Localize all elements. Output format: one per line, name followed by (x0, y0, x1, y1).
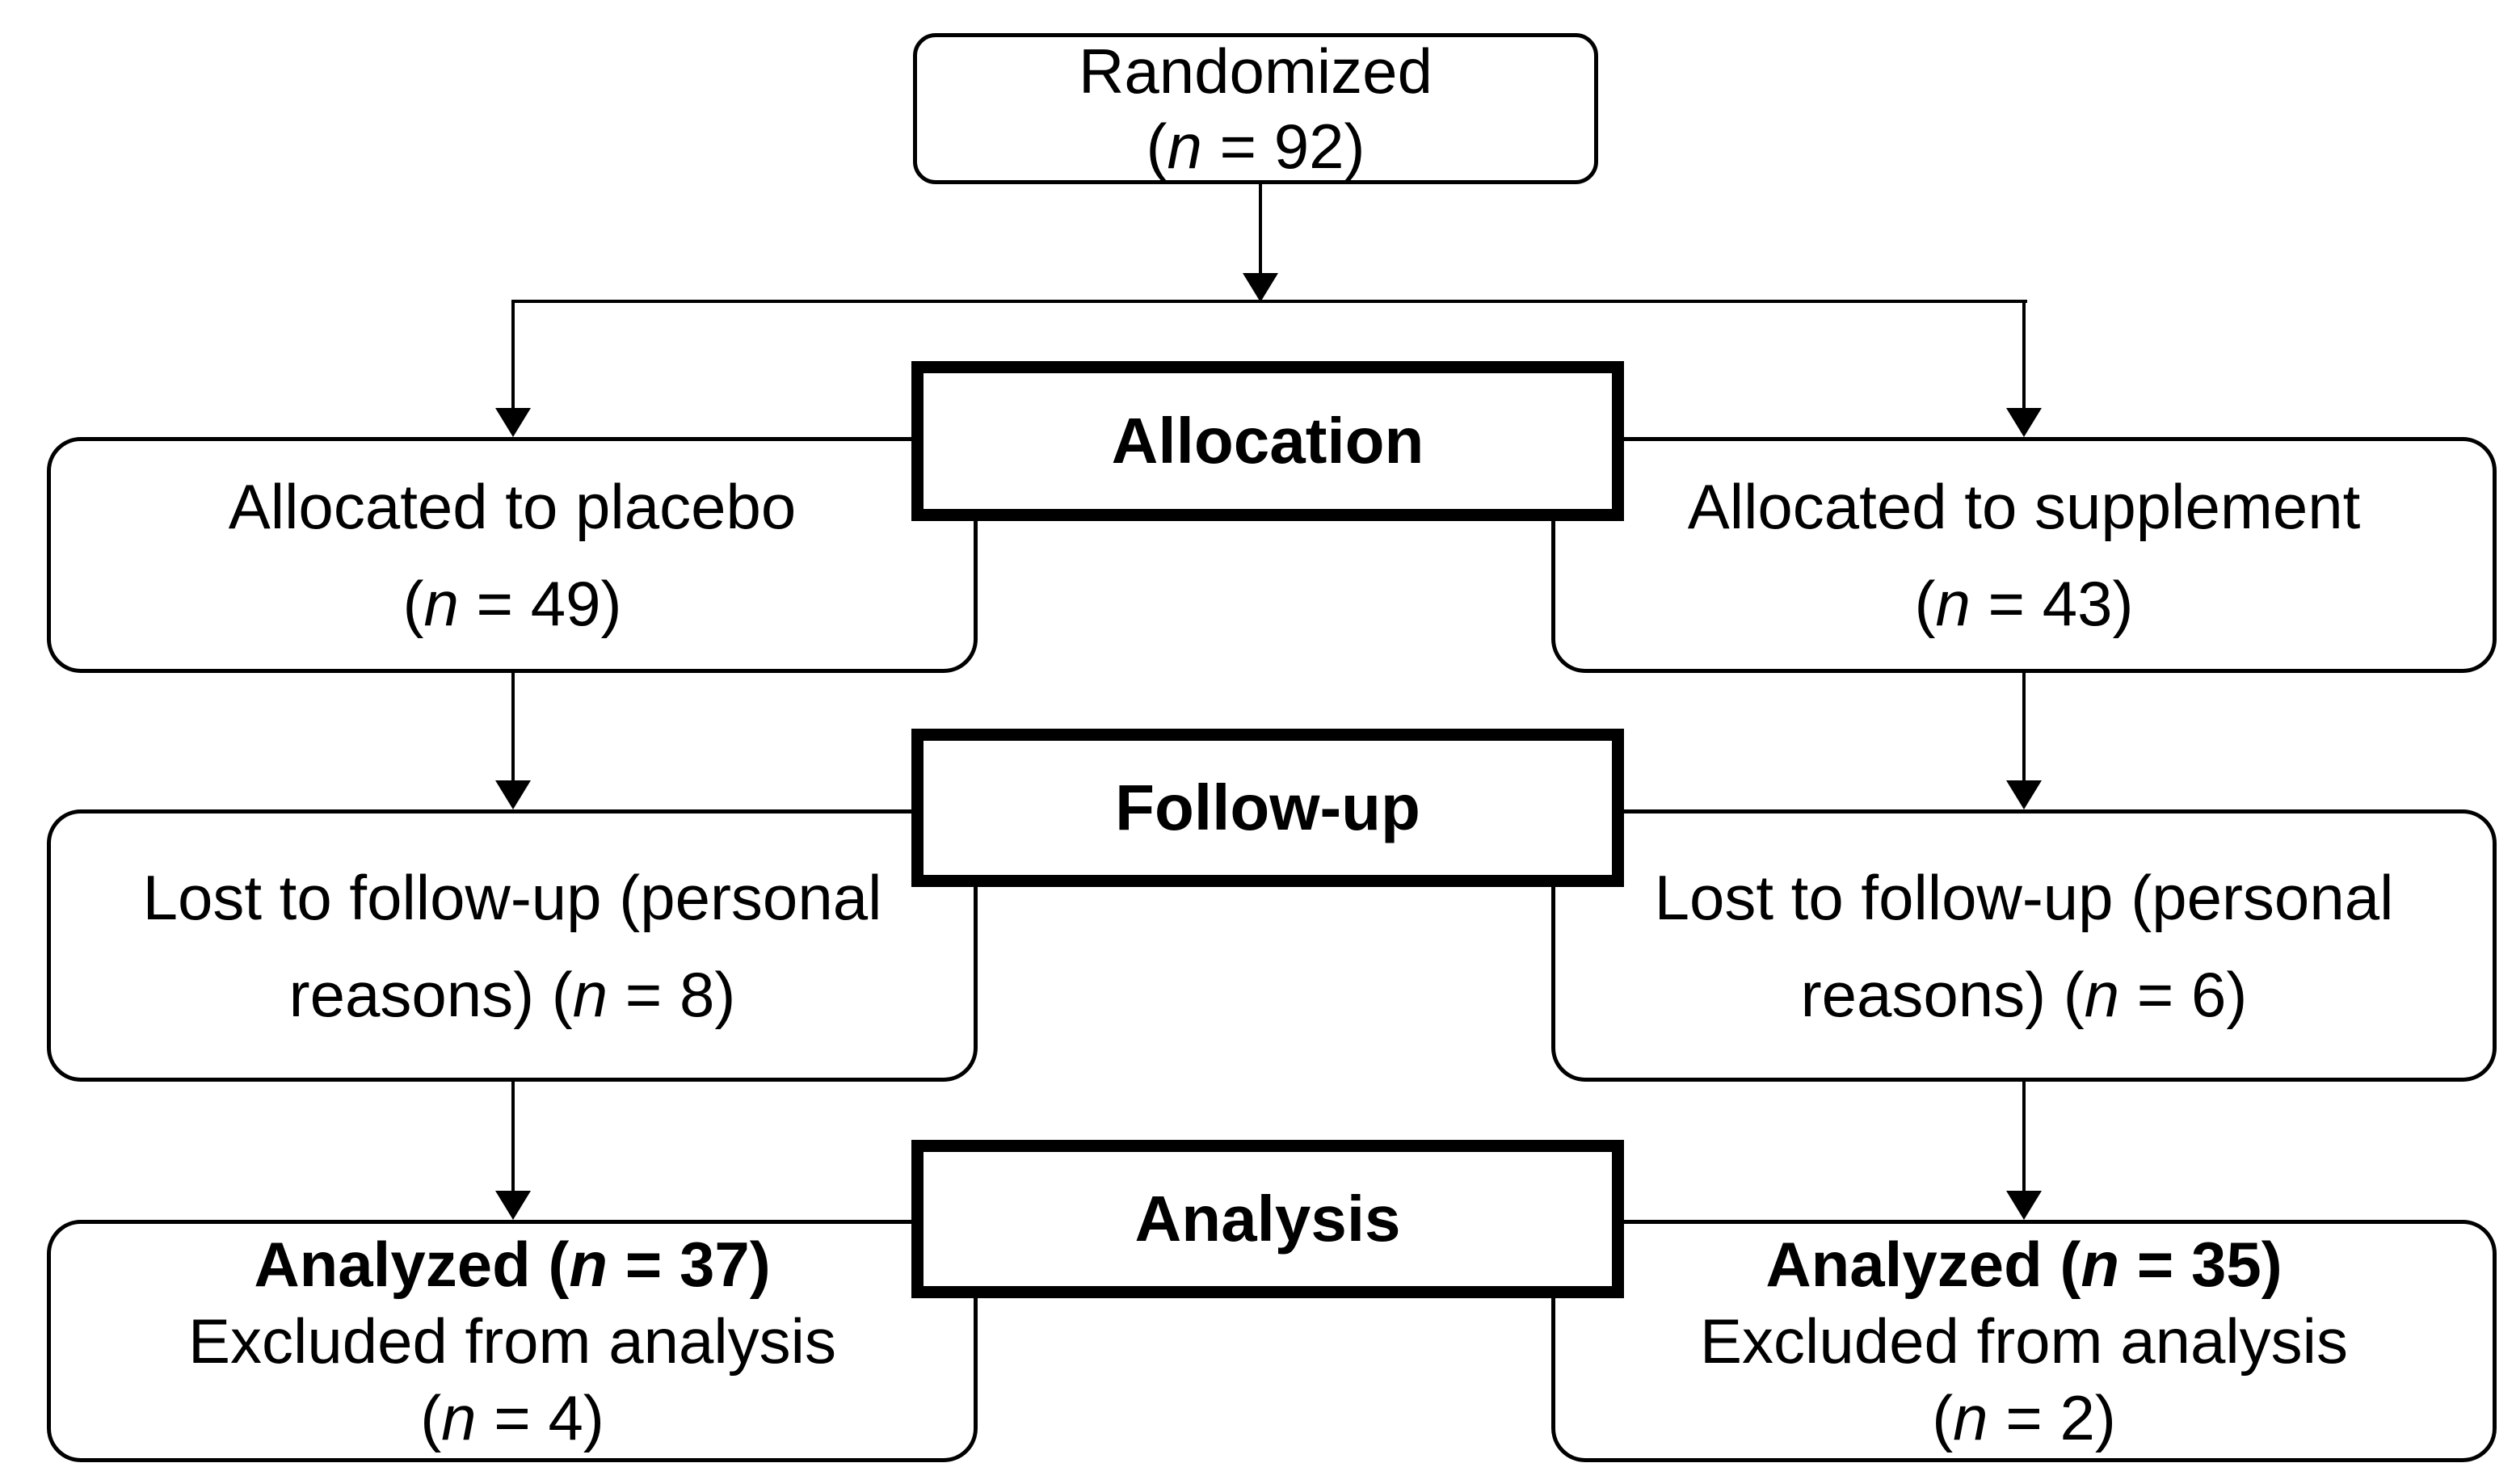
allocation-stage-label: Allocation (1111, 405, 1424, 477)
box-text-line: Allocated to placebo (229, 458, 797, 555)
count-open: ( (1932, 1381, 1954, 1453)
followup-stage-label: Follow-up (1115, 771, 1420, 843)
analysis-stage-label: Analysis (1134, 1183, 1401, 1255)
randomized-title: Randomized (1079, 34, 1433, 109)
count-rest: = 2) (1988, 1381, 2116, 1453)
count-n-symbol: n (569, 1228, 608, 1300)
count-rest: = 43) (1970, 568, 2134, 639)
split-line (511, 300, 2027, 303)
arrow-line-supplement-to-followup (2022, 673, 2026, 782)
arrow-line-supplement-to-analysis (2022, 1082, 2026, 1192)
placebo-followup-box: Lost to follow-up (personal reasons) (n … (47, 809, 978, 1082)
box-count-line: (n = 49) (402, 555, 621, 652)
count-rest: = 49) (458, 568, 622, 639)
count-n-symbol: n (423, 568, 459, 639)
followup-stage-box: Follow-up (911, 729, 1624, 887)
count-open: ( (1146, 110, 1168, 182)
analyzed-rest: = 35) (2119, 1228, 2282, 1300)
allocation-left-text: Allocated to placebo (228, 471, 797, 542)
randomized-count: (n = 92) (1146, 109, 1365, 184)
count-rest: = 6) (2119, 958, 2248, 1030)
placebo-allocation-box: Allocated to placebo (n = 49) (47, 437, 978, 673)
arrow-line-randomized-to-split (1259, 184, 1262, 275)
arrowhead-into-placebo-analysis-icon (495, 1191, 531, 1220)
count-open: reasons) ( (288, 958, 573, 1030)
analyzed-line: Analyzed (n = 37) (254, 1226, 770, 1303)
supplement-analysis-box: Analyzed (n = 35) Excluded from analysis… (1551, 1220, 2497, 1462)
arrowhead-randomized-down-icon (1243, 273, 1278, 302)
supplement-followup-box: Lost to follow-up (personal reasons) (n … (1551, 809, 2497, 1082)
excluded-count-line: (n = 4) (420, 1380, 604, 1457)
followup-left-text: Lost to follow-up (personal (142, 861, 882, 933)
count-rest: = 4) (476, 1381, 604, 1453)
excluded-text: Excluded from analysis (1699, 1305, 2348, 1377)
count-n-symbol: n (572, 958, 608, 1030)
count-n-symbol: n (441, 1381, 477, 1453)
excluded-text: Excluded from analysis (187, 1305, 836, 1377)
box-text-line: Allocated to supplement (1688, 458, 2361, 555)
analyzed-rest: = 37) (608, 1228, 771, 1300)
arrowhead-into-supplement-followup-icon (2006, 780, 2042, 809)
count-open: reasons) ( (1800, 958, 2085, 1030)
excluded-count-line: (n = 2) (1932, 1380, 2116, 1457)
box-text-line: Lost to follow-up (personal (1655, 849, 2394, 946)
count-n-symbol: n (2084, 958, 2120, 1030)
arrow-line-split-to-placebo (511, 300, 515, 410)
analysis-stage-box: Analysis (911, 1140, 1624, 1298)
randomized-box: Randomized (n = 92) (913, 33, 1598, 184)
supplement-allocation-box: Allocated to supplement (n = 43) (1551, 437, 2497, 673)
arrowhead-into-placebo-followup-icon (495, 780, 531, 809)
count-n-symbol: n (1953, 1381, 1988, 1453)
excluded-line: Excluded from analysis (188, 1303, 836, 1380)
arrowhead-into-supplement-allocation-icon (2006, 408, 2042, 437)
followup-right-text: Lost to follow-up (personal (1654, 861, 2394, 933)
box-count-line: reasons) (n = 6) (1801, 946, 2248, 1043)
arrow-line-placebo-to-followup (511, 673, 515, 782)
allocation-stage-box: Allocation (911, 361, 1624, 521)
arrow-line-split-to-supplement (2022, 300, 2026, 410)
count-n-symbol: n (1167, 110, 1202, 182)
box-count-line: reasons) (n = 8) (289, 946, 736, 1043)
count-rest: = 8) (608, 958, 736, 1030)
box-text-line: Lost to follow-up (personal (143, 849, 882, 946)
arrowhead-into-supplement-analysis-icon (2006, 1191, 2042, 1220)
analyzed-line: Analyzed (n = 35) (1765, 1226, 2282, 1303)
allocation-right-text: Allocated to supplement (1687, 471, 2361, 542)
count-rest: = 92) (1201, 110, 1365, 182)
count-open: ( (420, 1381, 442, 1453)
randomized-title-text: Randomized (1079, 35, 1433, 107)
count-n-symbol: n (1935, 568, 1971, 639)
count-open: ( (402, 568, 424, 639)
count-open: ( (1914, 568, 1936, 639)
arrowhead-into-placebo-allocation-icon (495, 408, 531, 437)
analyzed-open: Analyzed ( (254, 1228, 570, 1300)
analyzed-open: Analyzed ( (1765, 1228, 2081, 1300)
count-n-symbol: n (2081, 1228, 2120, 1300)
arrow-line-placebo-to-analysis (511, 1082, 515, 1192)
placebo-analysis-box: Analyzed (n = 37) Excluded from analysis… (47, 1220, 978, 1462)
excluded-line: Excluded from analysis (1700, 1303, 2348, 1380)
box-count-line: (n = 43) (1914, 555, 2133, 652)
